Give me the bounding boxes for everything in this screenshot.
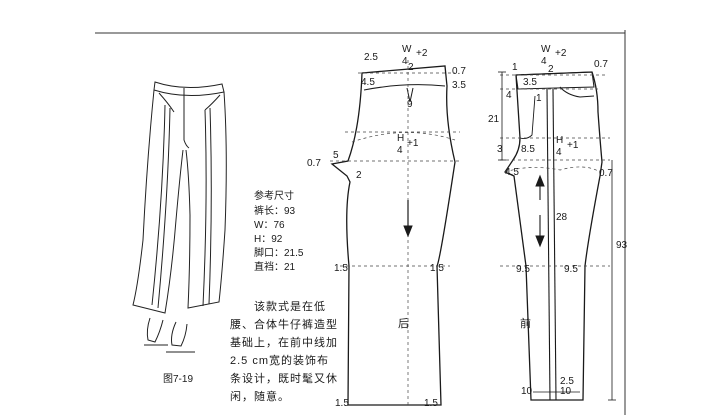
- front-hip-add: +1: [567, 140, 579, 151]
- back-crotch-b-label: 5: [333, 150, 339, 161]
- back-crotch-c-label: 2: [356, 170, 362, 181]
- front-hip-num: H: [556, 135, 564, 146]
- front-waist-den: 4: [541, 56, 547, 67]
- front-top-mid-label: 2: [548, 64, 554, 75]
- back-construction-lines: [330, 60, 462, 405]
- spec-row: W：76: [254, 220, 285, 231]
- back-hip-den: 4: [397, 145, 403, 156]
- spec-row: 裤长：93: [254, 206, 296, 217]
- back-waist-den: 4: [402, 56, 408, 67]
- description-line: 条设计，既时髦又休: [230, 373, 338, 385]
- front-grain-arrow: [535, 174, 545, 248]
- description-line: 闲，随意。: [230, 391, 290, 403]
- front-top-left-label: 1: [512, 62, 518, 73]
- back-top-right-label: 0.7: [452, 66, 466, 77]
- back-side-right-label: 3.5: [452, 80, 466, 91]
- back-dart-label: 9: [407, 99, 413, 110]
- front-pattern-piece: [504, 71, 603, 401]
- front-band-label: 3.5: [523, 77, 537, 88]
- back-hip-formula: H 4: [397, 133, 404, 157]
- front-inseam-label: 28: [556, 212, 568, 223]
- front-waist-num: W: [541, 44, 551, 55]
- front-rise-label: 21: [488, 114, 500, 125]
- description-line: 2.5 cm宽的装饰布: [230, 355, 330, 367]
- description-line: 基础上，在前中线加: [230, 337, 338, 349]
- back-piece-label: 后: [398, 318, 409, 330]
- front-hem-left-label: 10: [521, 386, 533, 397]
- back-waist-add: +2: [416, 48, 428, 59]
- front-hem-right-label: 10: [560, 386, 572, 397]
- back-waist-num: W: [402, 44, 412, 55]
- front-dart-label: 1: [536, 93, 542, 104]
- front-hem-offset-label: 2.5: [560, 376, 574, 387]
- back-grain-arrow: [403, 200, 413, 238]
- description-line: 腰、合体牛仔裤造型: [230, 319, 338, 331]
- back-side-left-label: 4.5: [361, 77, 375, 88]
- front-piece-label: 前: [520, 318, 531, 330]
- back-knee-right-label: 1.5: [430, 263, 444, 274]
- front-hip-den: 4: [556, 147, 562, 158]
- back-knee-left-label: 1.5: [334, 263, 348, 274]
- front-top-right-label: 0.7: [594, 59, 608, 70]
- spec-row: 脚口：21.5: [254, 248, 304, 259]
- front-low-right-label: 0.7: [599, 168, 613, 179]
- front-crotch-b-label: 8.5: [521, 144, 535, 155]
- spec-row: H：92: [254, 234, 283, 245]
- front-crotch-a-label: 3: [497, 144, 503, 155]
- front-knee-left-label: 9.5: [516, 264, 530, 275]
- front-waist-formula: W 4: [541, 44, 550, 68]
- front-low-left-label: 4.5: [505, 167, 519, 178]
- front-dimension-lines: [498, 71, 616, 401]
- back-hem-right-label: 1.5: [424, 398, 438, 409]
- back-hem-left-label: 1.5: [335, 398, 349, 409]
- back-waist-formula: W 4: [402, 44, 411, 68]
- front-hip-formula: H 4: [556, 135, 563, 159]
- back-top-mid-label: 2: [408, 62, 414, 73]
- front-knee-right-label: 9.5: [564, 264, 578, 275]
- back-pattern-piece: [330, 65, 456, 406]
- front-construction-lines: [500, 74, 610, 267]
- description-line: 该款式是在低: [254, 301, 326, 313]
- specs-title: 参考尺寸: [254, 191, 294, 202]
- front-total-label: 93: [616, 240, 628, 251]
- front-waist-add: +2: [555, 48, 567, 59]
- front-side-label: 4: [506, 90, 512, 101]
- back-top-left-label: 2.5: [364, 52, 378, 63]
- back-hip-num: H: [397, 133, 405, 144]
- figure-caption: 图7-19: [163, 374, 194, 385]
- back-hip-add: +1: [407, 138, 419, 149]
- trousers-illustration: [132, 81, 227, 353]
- back-crotch-a-label: 0.7: [307, 158, 321, 169]
- spec-row: 直裆：21: [254, 262, 296, 273]
